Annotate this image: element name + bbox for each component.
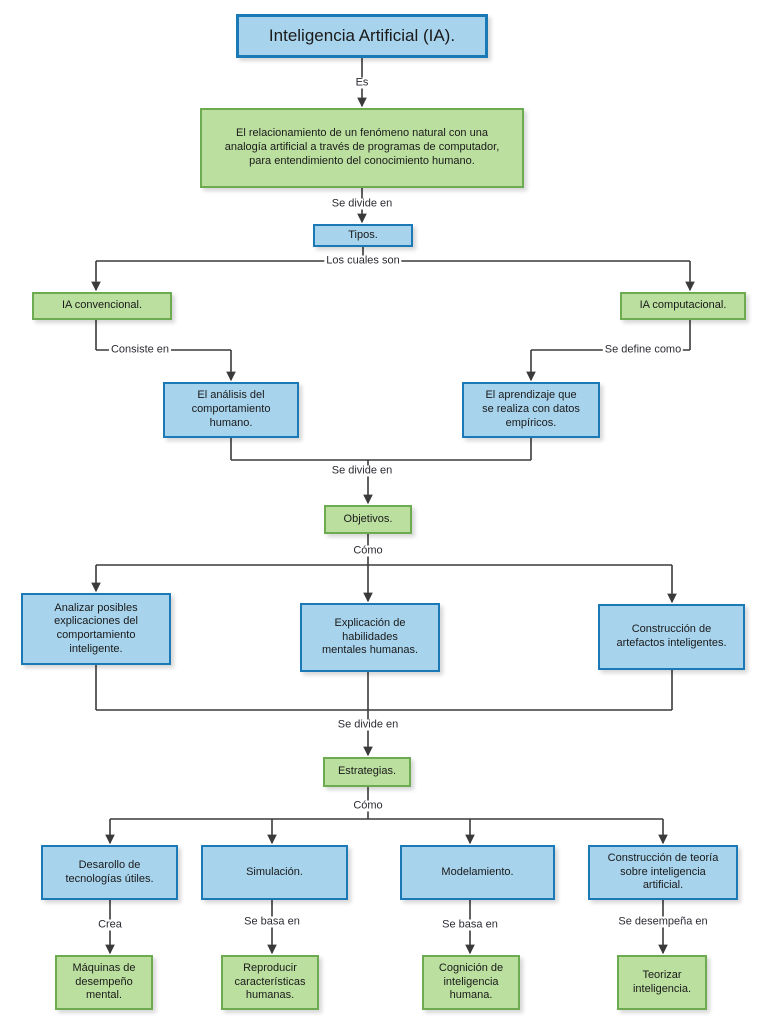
node-construccion[interactable]: Construcción de artefactos inteligentes. [598,604,745,670]
edge-label-se-define-como: Se define como [602,343,684,356]
node-maquinas[interactable]: Máquinas de desempeño mental. [55,955,153,1010]
edge-label-se-divide-en-2: Se divide en [329,464,395,477]
edge-label-se-desempena-en: Se desempeña en [616,915,710,928]
node-explicacion[interactable]: Explicación de habilidades mentales huma… [300,603,440,672]
edge-label-como-2: Cómo [351,799,385,812]
node-estrategias[interactable]: Estrategias. [323,757,411,787]
node-definicion[interactable]: El relacionamiento de un fenómeno natura… [200,108,524,188]
node-teorizar[interactable]: Teorizar inteligencia. [617,955,707,1010]
edge-label-se-divide-en-3: Se divide en [335,718,401,731]
node-modelamiento[interactable]: Modelamiento. [400,845,555,900]
node-analisis[interactable]: El análisis del comportamiento humano. [163,382,299,438]
edge-label-se-basa-en-2: Se basa en [440,918,500,931]
node-objetivos[interactable]: Objetivos. [324,505,412,534]
edge-label-se-divide-en-1: Se divide en [329,197,395,210]
edge-label-consiste-en: Consiste en [108,343,172,356]
node-tipos[interactable]: Tipos. [313,224,413,247]
node-teoria[interactable]: Construcción de teoría sobre inteligenci… [588,845,738,900]
edge-label-los-cuales-son: Los cuales son [324,254,402,267]
edge-label-se-basa-en-1: Se basa en [242,915,302,928]
edge-label-crea: Crea [96,918,124,931]
edge-label-es: Es [353,76,371,89]
node-root[interactable]: Inteligencia Artificial (IA). [236,14,488,58]
edge-label-como-1: Cómo [351,544,385,557]
node-cognicion[interactable]: Cognición de inteligencia humana. [422,955,520,1010]
node-simulacion[interactable]: Simulación. [201,845,348,900]
node-desarrollo[interactable]: Desarollo de tecnologías útiles. [41,845,178,900]
node-convencional[interactable]: IA convencional. [32,292,172,320]
node-aprendizaje[interactable]: El aprendizaje que se realiza con datos … [462,382,600,438]
node-reproducir[interactable]: Reproducir características humanas. [221,955,319,1010]
node-computacional[interactable]: IA computacional. [620,292,746,320]
node-analizar[interactable]: Analizar posibles explicaciones del comp… [21,593,171,665]
